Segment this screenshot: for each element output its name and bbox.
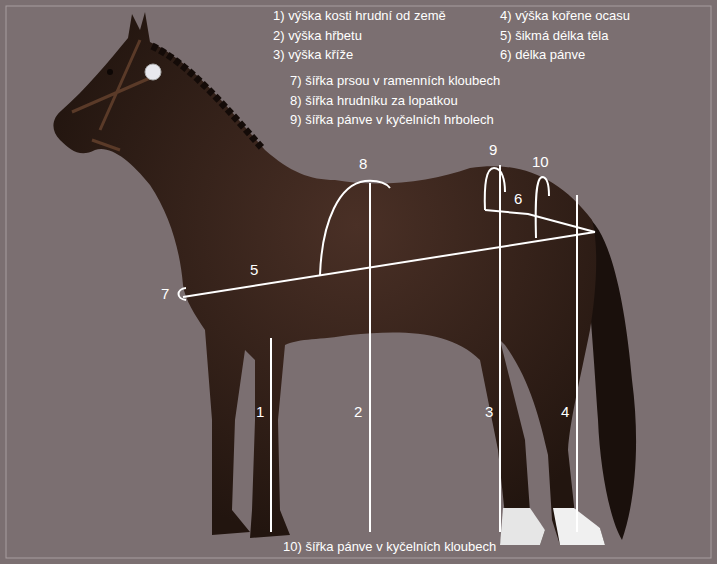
legend-text: 9) šířka pánve v kyčelních hrbolech — [290, 112, 494, 128]
callout-number: 4 — [561, 403, 569, 421]
legend-text: 1) výška kosti hrudní od země — [273, 8, 446, 24]
legend-text: 7) šířka prsou v ramenních kloubech — [290, 73, 500, 89]
eye — [107, 69, 113, 75]
callout-number: 10 — [532, 153, 549, 171]
callout-number: 7 — [161, 285, 169, 303]
bridle — [72, 40, 150, 150]
callout-number: 3 — [485, 403, 493, 421]
measure-arc — [320, 181, 390, 275]
legend-text: 6) délka pánve — [500, 47, 585, 63]
legend-text: 5) šikmá délka těla — [500, 28, 608, 44]
callout-number: 9 — [489, 141, 497, 159]
callout-number: 2 — [354, 403, 362, 421]
legend-text: 10) šířka pánve v kyčelních kloubech — [283, 539, 496, 555]
measure-line — [576, 195, 578, 532]
measure-line — [499, 165, 501, 532]
measure-line — [369, 183, 371, 532]
legend-text: 3) výška kříže — [273, 47, 353, 63]
measure-line — [485, 210, 595, 232]
legend-text: 4) výška kořene ocasu — [500, 8, 630, 24]
mane — [152, 46, 262, 148]
callout-number: 6 — [514, 190, 522, 208]
measure-line — [183, 232, 595, 297]
frame — [6, 6, 711, 558]
bridle-rosette — [145, 64, 161, 80]
callout-number: 1 — [256, 403, 264, 421]
legend-text: 2) výška hřbetu — [273, 28, 362, 44]
measure-line — [270, 338, 272, 532]
measure-arc — [485, 168, 505, 210]
callout-number: 8 — [359, 155, 367, 173]
callout-number: 5 — [250, 261, 258, 279]
measure-arc — [179, 288, 187, 300]
horse-body — [53, 12, 605, 545]
legend-text: 8) šířka hrudníku za lopatkou — [290, 93, 458, 109]
white-sock — [500, 508, 545, 545]
measure-arc — [536, 177, 549, 238]
white-sock — [553, 508, 605, 545]
